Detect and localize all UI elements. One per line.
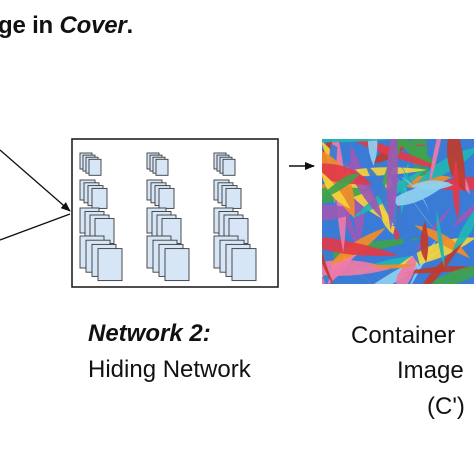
output-label-line1: Container [351, 322, 456, 349]
texture-stroke [367, 263, 417, 269]
texture-stroke [386, 139, 398, 231]
texture-stroke [322, 251, 334, 284]
feature-map-layer [158, 187, 175, 209]
texture-stroke [451, 204, 474, 228]
network-subtitle: Hiding Network [88, 356, 251, 383]
texture-stroke [410, 180, 454, 190]
texture-stroke [452, 157, 460, 221]
feature-map-layer [88, 158, 102, 176]
texture-stroke [450, 210, 474, 258]
input-arrows [0, 149, 71, 241]
texture-stroke [429, 139, 442, 186]
feature-map-layer [225, 187, 242, 209]
feature-map-layer [97, 248, 123, 282]
texture-stroke [420, 220, 429, 263]
layer-stacks [79, 152, 257, 282]
container-image-texture [322, 139, 474, 284]
feature-map-layer [91, 187, 108, 209]
texture-stroke [322, 236, 399, 257]
texture-stroke [396, 158, 454, 169]
figure-caption-fragment: ge in Cover. [0, 12, 133, 40]
output-label-line2: Image [397, 357, 464, 384]
texture-stroke [396, 252, 417, 284]
container-image [322, 139, 474, 284]
input-arrow-upper [0, 149, 71, 212]
caption-suffix: . [126, 12, 134, 39]
texture-stroke [436, 210, 445, 269]
texture-stroke [422, 242, 463, 284]
texture-stroke [367, 139, 378, 166]
texture-stroke [322, 173, 361, 199]
texture-stroke [322, 260, 391, 276]
feature-map-layer [155, 158, 169, 176]
feature-map-layer [222, 158, 236, 176]
texture-stroke [322, 163, 373, 185]
texture-stroke [428, 265, 474, 284]
output-label-line3: (C') [427, 393, 465, 420]
input-arrow-lower [0, 213, 71, 241]
feature-map-layer [231, 248, 257, 282]
caption-prefix: ge in [0, 12, 60, 39]
caption-emphasis: Cover [59, 12, 127, 39]
feature-map-layer [164, 248, 190, 282]
texture-stroke [322, 139, 394, 143]
network-title: Network 2: [88, 320, 211, 347]
